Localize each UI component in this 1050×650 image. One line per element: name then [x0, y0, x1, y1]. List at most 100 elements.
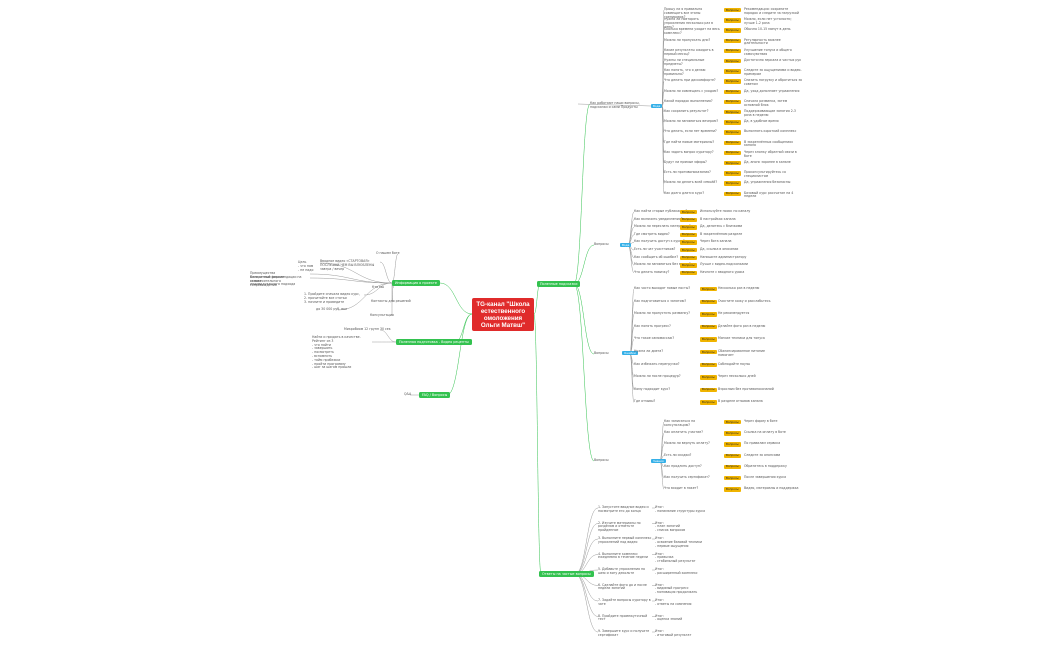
- answer-text: Да, упражнения безопасны: [744, 180, 791, 185]
- answer-tag[interactable]: Вопросы: [724, 430, 741, 436]
- answer-tag[interactable]: Вопросы: [724, 160, 741, 166]
- branch-faq[interactable]: FAQ / Вопросы: [419, 392, 451, 398]
- answer-tag[interactable]: Вопросы: [724, 27, 741, 33]
- answer-tag[interactable]: Вопросы: [680, 232, 697, 238]
- hub-tag-d[interactable]: Знания: [651, 458, 666, 464]
- hub-tag-b[interactable]: Вода: [620, 242, 632, 248]
- question-text: Как продлить доступ?: [664, 463, 702, 468]
- answer-tag[interactable]: Вопросы: [700, 349, 717, 355]
- connector-line: [337, 282, 393, 311]
- answer-tag[interactable]: Вопросы: [724, 109, 741, 115]
- question-text: Как понять, что я делаю правильно?: [664, 68, 706, 76]
- answer-tag[interactable]: Вопросы: [724, 486, 741, 492]
- answer-text: Соблюдайте паузы: [718, 361, 751, 366]
- answer-tag[interactable]: Вопросы: [680, 239, 697, 245]
- branch-useful-tips[interactable]: Полезные подсказки: [537, 281, 581, 287]
- answer-tag[interactable]: Вопросы: [724, 419, 741, 425]
- answer-tag[interactable]: Вопросы: [724, 140, 741, 145]
- answer-tag[interactable]: Вопросы: [680, 217, 697, 222]
- question-text: Как понять прогресс?: [634, 323, 671, 328]
- answer-tag[interactable]: Вопросы: [700, 374, 717, 380]
- section-c-label: Вопросы: [594, 351, 609, 355]
- info-child: 1. Пройдите сначала видео курс, 2. прочи…: [304, 292, 360, 304]
- answer-text: Напишите администратору: [700, 254, 747, 259]
- answer-tag[interactable]: Вопросы: [724, 17, 741, 23]
- answer-tag[interactable]: Вопросы: [724, 58, 741, 64]
- root-node[interactable]: TG-канал "Школа естественного омоложения…: [472, 298, 534, 331]
- connector-line: [573, 283, 595, 355]
- answer-tag[interactable]: Вопросы: [680, 209, 697, 215]
- branch-results[interactable]: Ответы на частые вопросы: [539, 571, 594, 577]
- answer-tag[interactable]: Вопросы: [700, 311, 717, 317]
- answer-tag[interactable]: Вопросы: [680, 270, 697, 276]
- question-text: Как подготовиться к занятию?: [634, 298, 687, 303]
- answer-tag[interactable]: Вопросы: [680, 224, 697, 230]
- step-result: Итог: - привычка - стабильный результат: [655, 551, 696, 564]
- answer-tag[interactable]: Вопросы: [724, 441, 741, 447]
- branch-info[interactable]: Информация о проекте: [392, 280, 440, 286]
- answer-text: Да, в удобное время: [744, 119, 779, 124]
- question-text: Что делать, если нет времени?: [664, 129, 717, 134]
- answer-tag[interactable]: Вопросы: [724, 89, 741, 94]
- answer-tag[interactable]: Вопросы: [700, 336, 717, 342]
- answer-text: Не рекомендуется: [718, 311, 750, 316]
- answer-tag[interactable]: Вопросы: [724, 129, 741, 135]
- answer-text: Начните с вводного урока: [700, 269, 745, 274]
- answer-tag[interactable]: Вопросы: [680, 255, 697, 260]
- question-text: Прошу ли я правильно совмещать все этапы…: [664, 7, 703, 19]
- step-result: Итог: - оценка знаний: [655, 613, 683, 622]
- answer-tag[interactable]: Вопросы: [724, 464, 741, 470]
- answer-tag[interactable]: Вопросы: [724, 150, 741, 156]
- answer-tag[interactable]: Вопросы: [700, 299, 717, 304]
- answer-text: Рекомендация: сохраните порядок и следит…: [744, 7, 799, 15]
- answer-text: После завершения курса: [744, 475, 787, 479]
- answer-tag[interactable]: Вопросы: [700, 399, 717, 405]
- answer-tag[interactable]: Вопросы: [724, 180, 741, 186]
- answer-text: Да, анонс заранее в канале: [744, 160, 791, 164]
- answer-text: Через форму в боте: [744, 419, 778, 423]
- question-text: Как задать вопрос куратору?: [664, 149, 714, 154]
- answer-tag[interactable]: Вопросы: [724, 99, 741, 105]
- section-b-label: Вопросы: [594, 242, 609, 246]
- answer-text: Да, уход дополняет упражнения: [744, 88, 800, 93]
- answer-tag[interactable]: Вопросы: [724, 78, 741, 84]
- answer-tag[interactable]: Вопросы: [724, 191, 741, 196]
- answer-text: Обратитесь в поддержку: [744, 463, 787, 468]
- hub-tag-a[interactable]: Вода: [651, 103, 663, 109]
- answer-tag[interactable]: Вопросы: [700, 387, 717, 393]
- question-text: Как получить доступ к курсу?: [634, 239, 685, 244]
- answer-tag[interactable]: Вопросы: [724, 7, 741, 13]
- step-text: 7. Задайте вопросы куратору в чате: [598, 598, 651, 606]
- answer-text: Да, ссылка в описании: [700, 247, 739, 251]
- answer-tag[interactable]: Вопросы: [724, 68, 741, 74]
- answer-tag[interactable]: Вопросы: [700, 362, 717, 367]
- answer-tag[interactable]: Вопросы: [724, 48, 741, 54]
- answer-tag[interactable]: Вопросы: [680, 262, 697, 268]
- answer-tag[interactable]: Вопросы: [700, 324, 717, 330]
- branch-useful[interactable]: Полезная подготовка - Видео рецепты: [396, 339, 472, 345]
- step-text: 3. Выполните первый комплекс упражнений …: [598, 536, 652, 544]
- answer-text: В закреплённом разделе: [700, 231, 743, 236]
- answer-tag[interactable]: Вопросы: [724, 453, 741, 458]
- useful-child: Микробиом 12 групп 30 сек: [344, 327, 391, 331]
- answer-tag[interactable]: Вопросы: [700, 286, 717, 292]
- answer-tag[interactable]: Вопросы: [680, 247, 697, 253]
- question-text: Можно ли пропускать дни?: [664, 37, 711, 42]
- answer-tag[interactable]: Вопросы: [724, 475, 741, 481]
- question-text: Как получить сертификат?: [664, 475, 710, 479]
- answer-tag[interactable]: Вопросы: [724, 170, 741, 176]
- answer-tag[interactable]: Вопросы: [724, 38, 741, 43]
- answer-text: Сбалансированное питание помогает: [718, 349, 766, 357]
- connector-line: [574, 573, 599, 633]
- hub-tag-c[interactable]: Ошибки: [622, 350, 638, 356]
- answer-text: В разделе отзывов канала: [718, 399, 763, 404]
- connector-line: [454, 313, 473, 343]
- step-text: 4. Выполните комплекс ежедневно в течени…: [598, 551, 648, 560]
- connector-line: [574, 573, 599, 602]
- connector-line: [391, 253, 399, 284]
- question-text: Можно ли заниматься вечером?: [664, 119, 719, 124]
- answer-tag[interactable]: Вопросы: [724, 119, 741, 125]
- question-text: Нужна ли диета?: [634, 349, 664, 353]
- answer-text: Базовый курс рассчитан на 4 недели: [744, 190, 794, 199]
- question-text: Нужны ли специальные предметы?: [664, 58, 705, 66]
